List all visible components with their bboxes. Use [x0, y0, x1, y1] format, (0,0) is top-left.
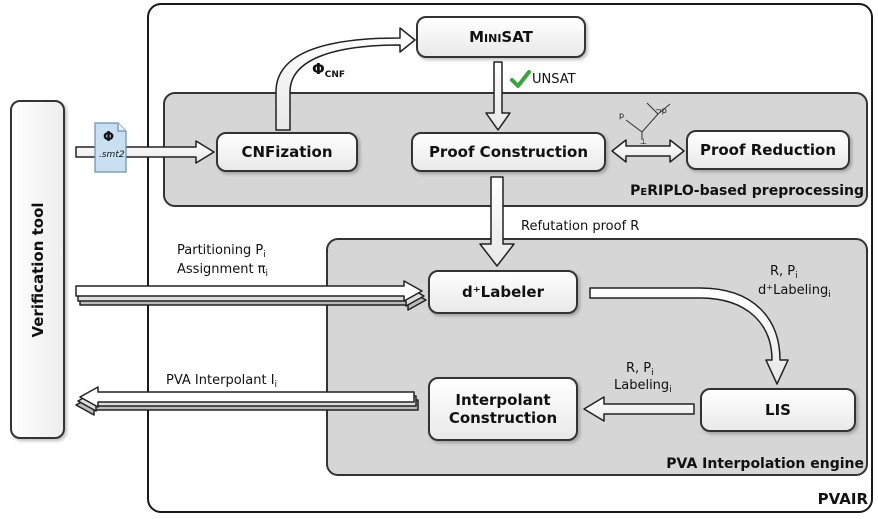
proof-tree-icon — [625, 102, 671, 140]
arrow-labeler-to-lis — [589, 287, 789, 385]
proof-tree-notp: ¬p — [655, 106, 667, 115]
proof-construction-box: Proof Construction — [411, 132, 606, 172]
proof-tree-bottom: ⊥ — [640, 137, 647, 146]
proof-reduction-box: Proof Reduction — [686, 130, 850, 170]
engine-label: PVA Interpolation engine — [666, 456, 864, 472]
cnfization-box: CNFization — [216, 132, 358, 172]
proof-tree-p-left: p — [619, 111, 625, 120]
preprocessing-label: PeRIPLO-based preprocessing — [630, 183, 864, 199]
dlabeling-label: d⁺Labelingi — [758, 283, 831, 300]
phi-cnf-label: ΦCNF — [312, 60, 346, 80]
pvair-label: PVAIR — [817, 490, 868, 508]
verification-tool-box: Verification tool — [10, 100, 65, 439]
smt2-file-icon — [94, 122, 127, 173]
unsat-label: UNSAT — [532, 72, 576, 87]
check-icon — [510, 70, 531, 88]
pva-interpolant-label: PVA Interpolant Ii — [166, 373, 278, 390]
arrow-partitioning — [75, 280, 427, 311]
interpolant-construction-line1: Interpolant — [455, 391, 551, 409]
arrow-lis-to-interpolant — [583, 396, 695, 422]
arrow-proof-bidirectional — [611, 139, 685, 163]
lis-box: LIS — [700, 388, 856, 432]
arrow-refutation — [479, 176, 515, 267]
arrow-pva-interpolant — [75, 386, 419, 416]
arrow-minisat-to-proof — [485, 61, 511, 131]
assignment-label: Assignment πi — [177, 262, 269, 279]
interpolant-construction-box: Interpolant Construction — [428, 377, 578, 441]
labeling-label: Labelingi — [614, 378, 672, 395]
minisat-box: MiniSAT — [416, 16, 586, 58]
r-pi-top-label: R, Pi — [770, 264, 798, 281]
interpolant-construction-line2: Construction — [448, 409, 558, 427]
partitioning-label: Partitioning Pi — [177, 243, 266, 260]
file-ext: .smt2 — [99, 150, 125, 160]
arrow-cnfization-to-minisat — [275, 27, 416, 131]
r-pi-bottom-label: R, Pi — [626, 361, 654, 378]
file-phi: Φ — [103, 130, 115, 145]
labeler-box: d⁺Labeler — [428, 270, 578, 314]
refutation-label: Refutation proof R — [521, 219, 640, 234]
